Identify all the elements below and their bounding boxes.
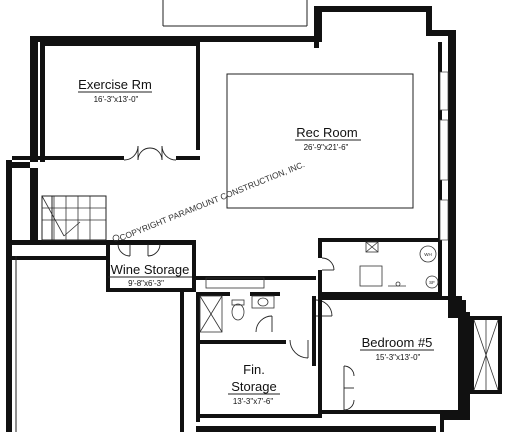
bedroom-name: Bedroom #5 (362, 335, 433, 350)
rec-room-dims: 26'-9"x21'-6" (304, 143, 349, 152)
wine-storage-walls (106, 243, 196, 292)
stairs (41, 195, 107, 241)
rec-room-ceiling-outline (226, 73, 414, 209)
water-heater: WH (419, 245, 437, 263)
exercise-room-dims: 16'-3"x13'-0" (94, 95, 139, 104)
wine-storage-dims: 9'-8"x6'-3" (128, 279, 164, 288)
exercise-double-door (123, 145, 177, 161)
bedroom-dims: 15'-3"x13'-0" (376, 353, 421, 362)
bathroom (196, 276, 316, 366)
storage-name-line2: Storage (231, 379, 277, 394)
bottom-stubs (196, 426, 436, 432)
copyright-watermark: COPYRIGHT PARAMOUNT CONSTRUCTION, INC. (112, 159, 306, 243)
top-stubs (162, 0, 308, 27)
exercise-room-walls (12, 44, 200, 160)
rec-room-name: Rec Room (296, 125, 357, 140)
fin-storage-walls (196, 300, 322, 422)
storage-name-line1: Fin. (243, 362, 265, 377)
softener: SF (425, 275, 439, 289)
wine-storage-name: Wine Storage (111, 262, 190, 277)
exterior-walls (6, 6, 470, 432)
storage-dims: 13'-3"x7'-6" (233, 397, 273, 406)
softener-label: SF (429, 280, 435, 285)
bedroom-walls (322, 296, 462, 414)
water-heater-label: WH (424, 252, 432, 257)
egress-window (470, 316, 502, 394)
right-windows (439, 71, 449, 241)
lower-left-area (6, 244, 184, 432)
utility-walls (318, 238, 438, 300)
watermark-text: COPYRIGHT PARAMOUNT CONSTRUCTION, INC. (118, 159, 306, 243)
exercise-room-name: Exercise Rm (78, 77, 152, 92)
